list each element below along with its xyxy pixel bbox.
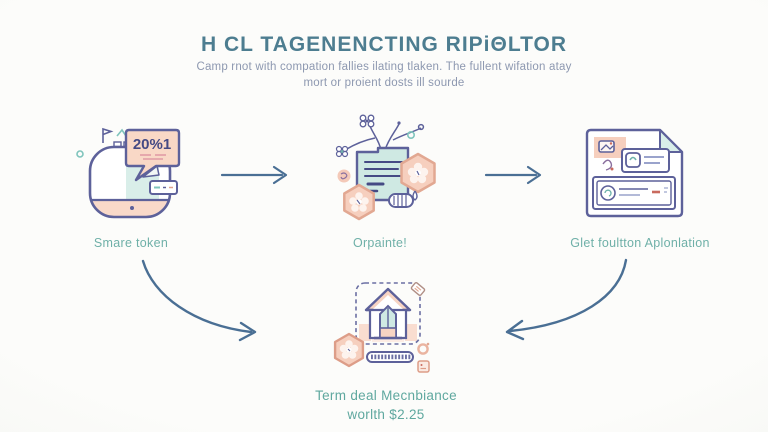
chip-doodle (417, 360, 430, 373)
result-label-line-2: worlth $2.25 (347, 407, 425, 422)
arrow-curve-left (141, 259, 257, 342)
subtitle-line-2: mort or proient dosts ill sourde (303, 77, 465, 89)
ground-block (359, 324, 371, 341)
result-label: Term deal Mecnbiance worlth $2.25 (286, 386, 486, 424)
page-title: H CL TAGENENCTING RIPiΘLTOR (200, 33, 568, 56)
monitor-chat-icon: 20%1 (76, 127, 181, 219)
arrow-right-1 (220, 165, 288, 185)
step-label-orpainte: Orpainte! (352, 236, 408, 250)
mini-card (621, 148, 670, 173)
detail-panel (592, 176, 676, 210)
doodle-circle (76, 150, 84, 158)
node-circle (407, 130, 416, 139)
check-doodle (116, 128, 127, 137)
step-label-smare-token: Smare token (93, 236, 169, 250)
code-pill (149, 180, 178, 195)
coin-scribble (337, 169, 351, 183)
page-fold (659, 129, 683, 153)
image-chip (594, 137, 626, 158)
flower-doodle (335, 145, 349, 158)
result-label-line-1: Term deal Mecnbiance (315, 388, 457, 403)
flower-doodle (359, 114, 375, 128)
arrow-curve-right (505, 258, 628, 341)
dashed-frame (355, 282, 421, 345)
monitor-button (130, 206, 134, 210)
arrow-right-2 (484, 165, 542, 185)
dot-doodle (426, 342, 430, 346)
progress-bar (366, 351, 414, 363)
bubble-fold (142, 165, 160, 178)
hexagon-badge (333, 332, 365, 368)
text-lines (364, 161, 403, 193)
flag-doodle (102, 127, 114, 143)
node-circle (417, 123, 425, 131)
ring-doodle (417, 343, 429, 355)
house-progress-icon (333, 281, 430, 373)
document (355, 146, 414, 208)
tag-doodle (410, 281, 426, 297)
bubble-text: 20%1 (133, 136, 171, 153)
node-dot (397, 121, 401, 125)
form-page-icon (585, 128, 684, 218)
step-label-glet-foultton: Glet foultton Aplonlation (570, 236, 710, 250)
house (364, 287, 412, 340)
hexagon-badge (400, 152, 436, 194)
signature-squiggle (602, 159, 614, 171)
ground-block (405, 324, 417, 341)
scroll-curl (388, 193, 414, 208)
hexagon-badge (343, 183, 375, 221)
teardrop-doodle (412, 190, 418, 201)
speech-bubble: 20%1 (124, 128, 181, 182)
subtitle-line-1: Camp rnot with compation fallies ilating… (196, 61, 572, 73)
document-branches-icon (335, 114, 436, 221)
